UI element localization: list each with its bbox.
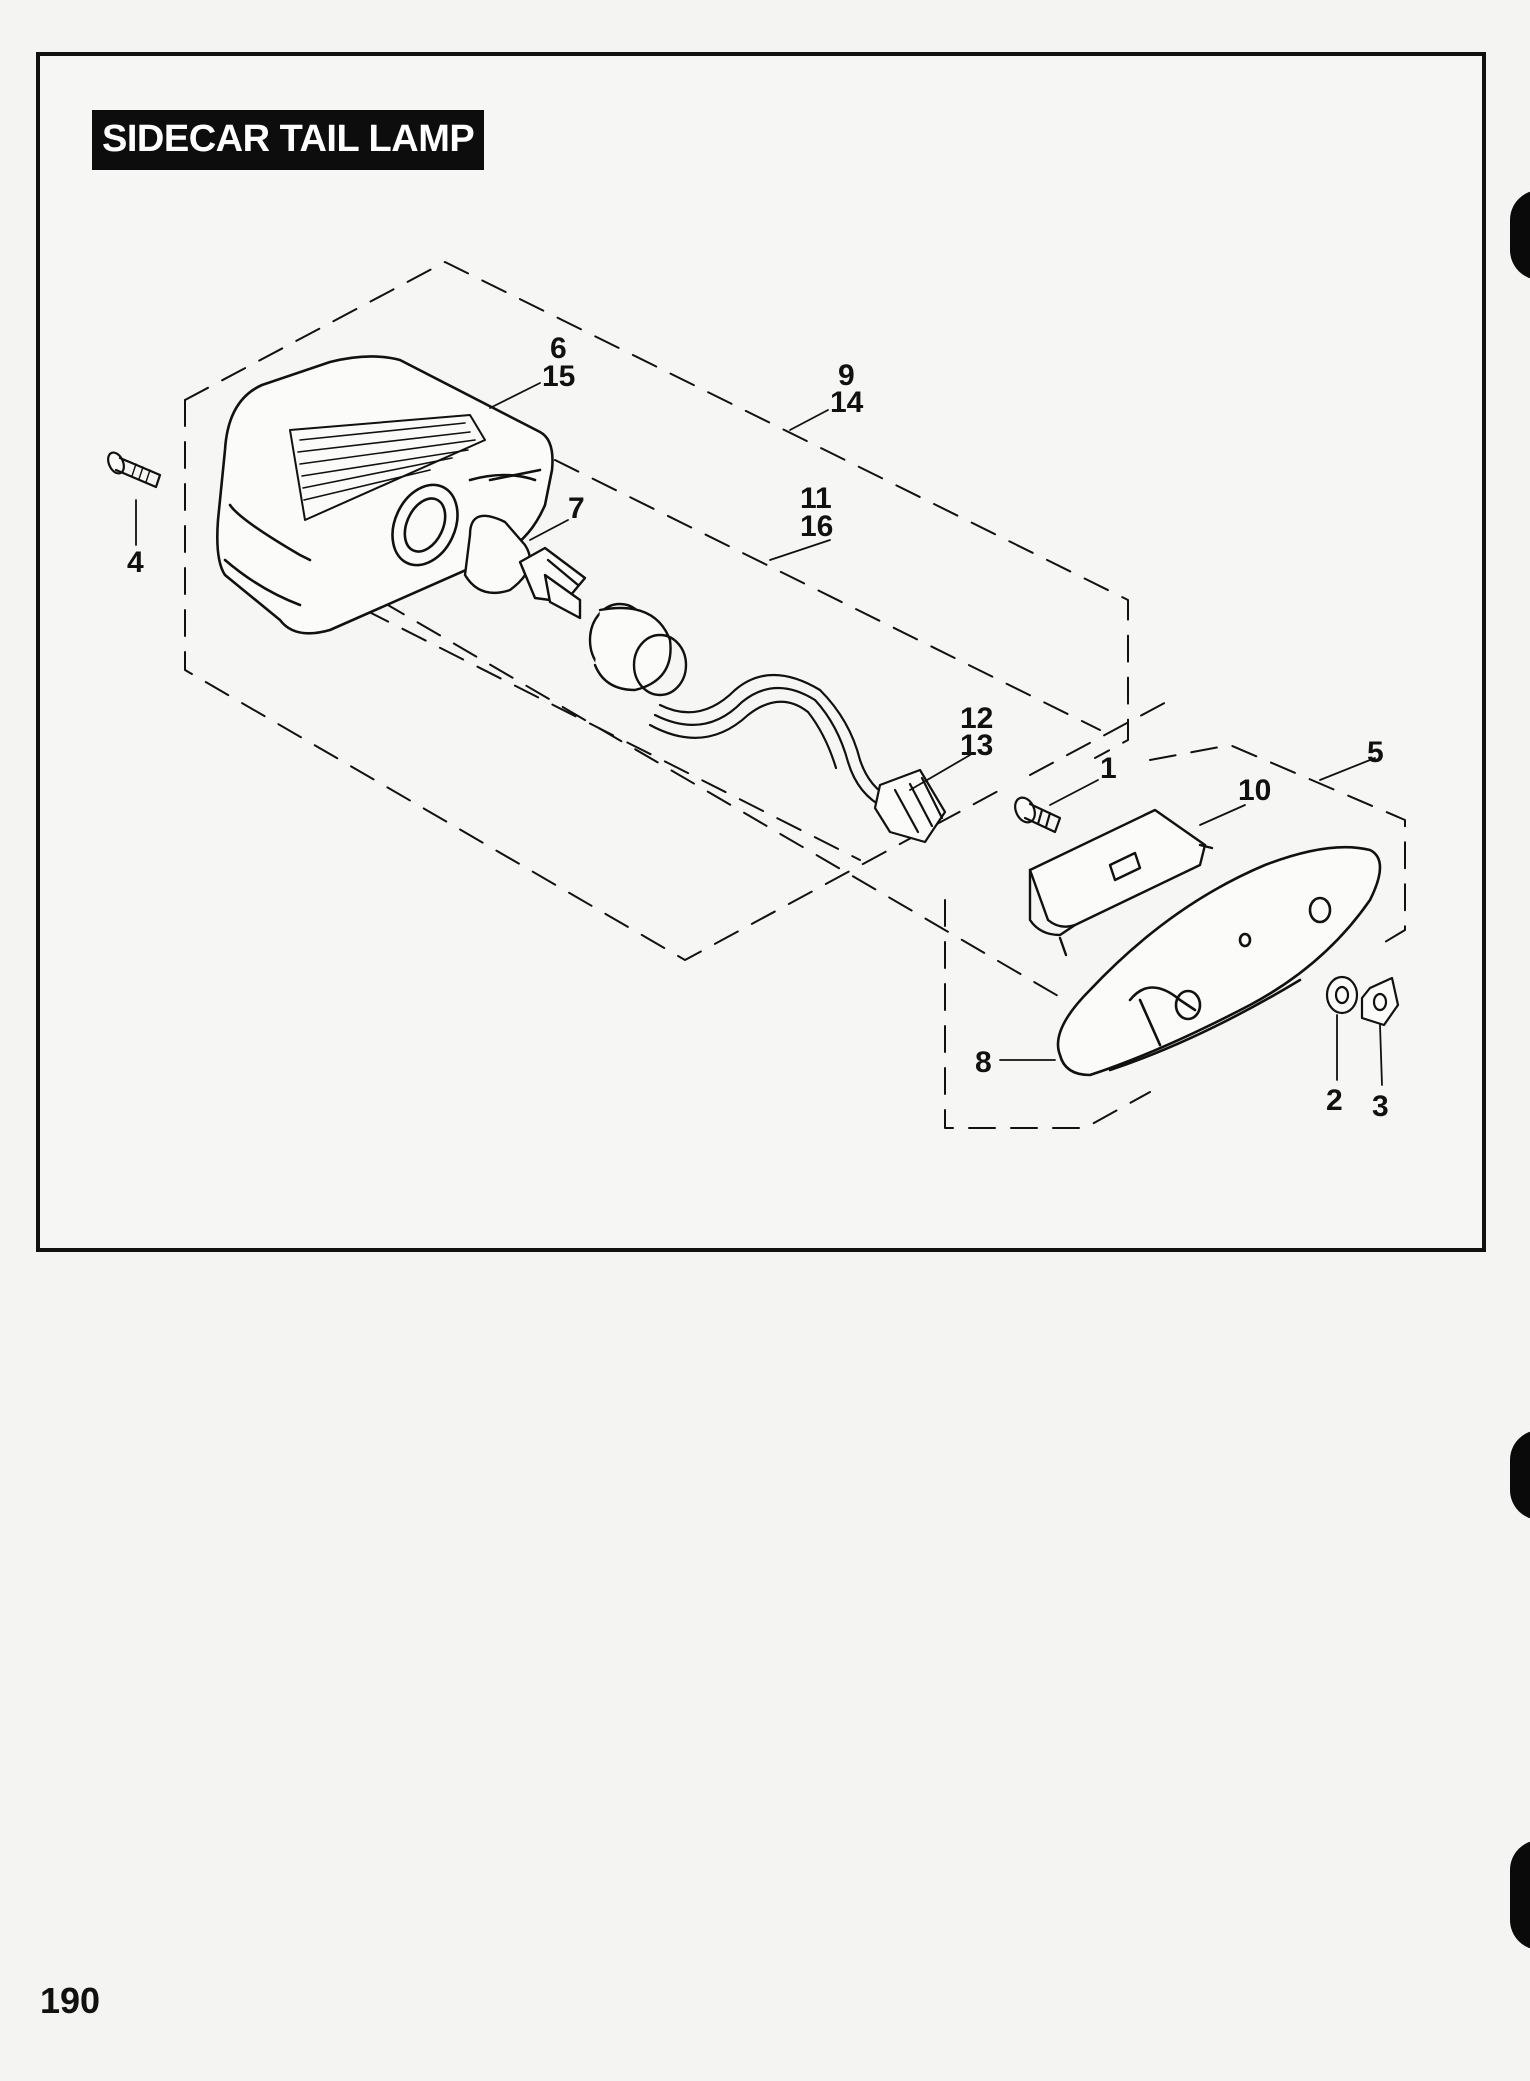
assembly-guide-lines <box>289 459 1171 1001</box>
callout-14: 14 <box>830 386 864 419</box>
callout-1: 1 <box>1100 752 1117 785</box>
binder-tab-top <box>1510 190 1530 280</box>
lamp-subassembly-boundary <box>184 261 1129 961</box>
callout-10: 10 <box>1238 774 1271 807</box>
callout-7: 7 <box>568 492 585 525</box>
socket <box>588 602 688 697</box>
callout-11: 11 <box>800 482 832 515</box>
callout-13: 13 <box>960 729 993 762</box>
washer <box>1325 975 1359 1015</box>
callout-16: 16 <box>800 510 833 543</box>
callout-3: 3 <box>1372 1090 1389 1123</box>
screw-4 <box>107 451 162 489</box>
diagram-title: SIDECAR TAIL LAMP <box>92 110 485 170</box>
diagram-frame: SIDECAR TAIL LAMP <box>36 52 1486 1252</box>
callout-8: 8 <box>975 1046 992 1079</box>
callout-9: 9 <box>838 359 855 392</box>
exploded-parts-diagram: 6 15 9 14 7 11 16 4 12 13 1 10 5 8 2 3 <box>107 261 1406 1129</box>
page-number: 190 <box>40 1980 101 2021</box>
binder-tab-bottom <box>1510 1840 1530 1950</box>
callout-labels: 6 15 9 14 7 11 16 4 12 13 1 10 5 8 2 3 <box>127 332 1389 1123</box>
lamp-base <box>1056 845 1382 1077</box>
base-subassembly-boundary <box>944 744 1406 1129</box>
wire-harness <box>648 673 947 844</box>
callout-4: 4 <box>127 546 144 579</box>
callout-2: 2 <box>1326 1084 1343 1117</box>
leader-lines <box>135 382 1383 1086</box>
screw-1 <box>1014 796 1062 834</box>
callout-15: 15 <box>542 360 575 393</box>
nut <box>1360 976 1400 1027</box>
callout-12: 12 <box>960 702 993 735</box>
bulb <box>463 514 587 620</box>
callout-6: 6 <box>550 332 567 365</box>
callout-5: 5 <box>1367 736 1384 769</box>
bracket-plate <box>1028 808 1214 957</box>
binder-tab-middle <box>1510 1430 1530 1520</box>
